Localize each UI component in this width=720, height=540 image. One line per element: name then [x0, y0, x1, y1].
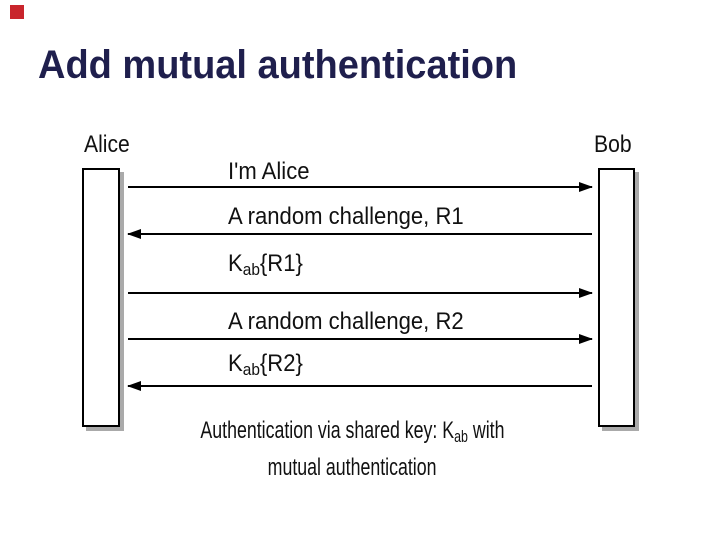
message-3-text: K [228, 250, 243, 277]
message-1-arrow [128, 182, 593, 192]
message-5-text: K [228, 350, 243, 377]
red-square-decoration [10, 5, 24, 19]
caption-line-2-text: mutual authentication [267, 454, 437, 481]
caption-line-2: mutual authentication [110, 456, 594, 480]
actor-label-alice: Alice [84, 131, 130, 158]
message-3-rest: {R1} [259, 250, 303, 277]
message-5-subscript: ab [242, 360, 260, 380]
message-5-label: Kab{R2} [228, 350, 303, 380]
caption-line-1-rest: with [467, 417, 505, 444]
message-4-text: A random challenge, R2 [228, 308, 464, 335]
message-1-text: I'm Alice [228, 158, 310, 185]
message-4-arrow [128, 334, 593, 344]
arrowhead-left-icon [127, 229, 141, 239]
message-3-arrow [128, 288, 593, 298]
actor-label-bob: Bob [594, 131, 632, 158]
alice-lifeline-box [82, 168, 120, 427]
arrowhead-right-icon [579, 334, 593, 344]
arrowhead-right-icon [579, 182, 593, 192]
slide-title: Add mutual authentication [38, 43, 518, 87]
message-2-label: A random challenge, R1 [228, 203, 464, 230]
message-4-label: A random challenge, R2 [228, 308, 464, 335]
message-5-rest: {R2} [259, 350, 303, 377]
message-5-arrow [127, 381, 592, 391]
caption-line-1: Authentication via shared key: Kab with [110, 417, 594, 447]
arrowhead-left-icon [127, 381, 141, 391]
message-1-label: I'm Alice [228, 158, 310, 185]
bob-lifeline-box [598, 168, 635, 427]
message-3-label: Kab{R1} [228, 250, 303, 280]
caption-subscript: ab [453, 427, 468, 447]
message-2-arrow [127, 229, 592, 239]
caption-line-1-text: Authentication via shared key: K [199, 417, 454, 444]
message-3-subscript: ab [242, 260, 260, 280]
message-2-text: A random challenge, R1 [228, 203, 464, 230]
arrowhead-right-icon [579, 288, 593, 298]
